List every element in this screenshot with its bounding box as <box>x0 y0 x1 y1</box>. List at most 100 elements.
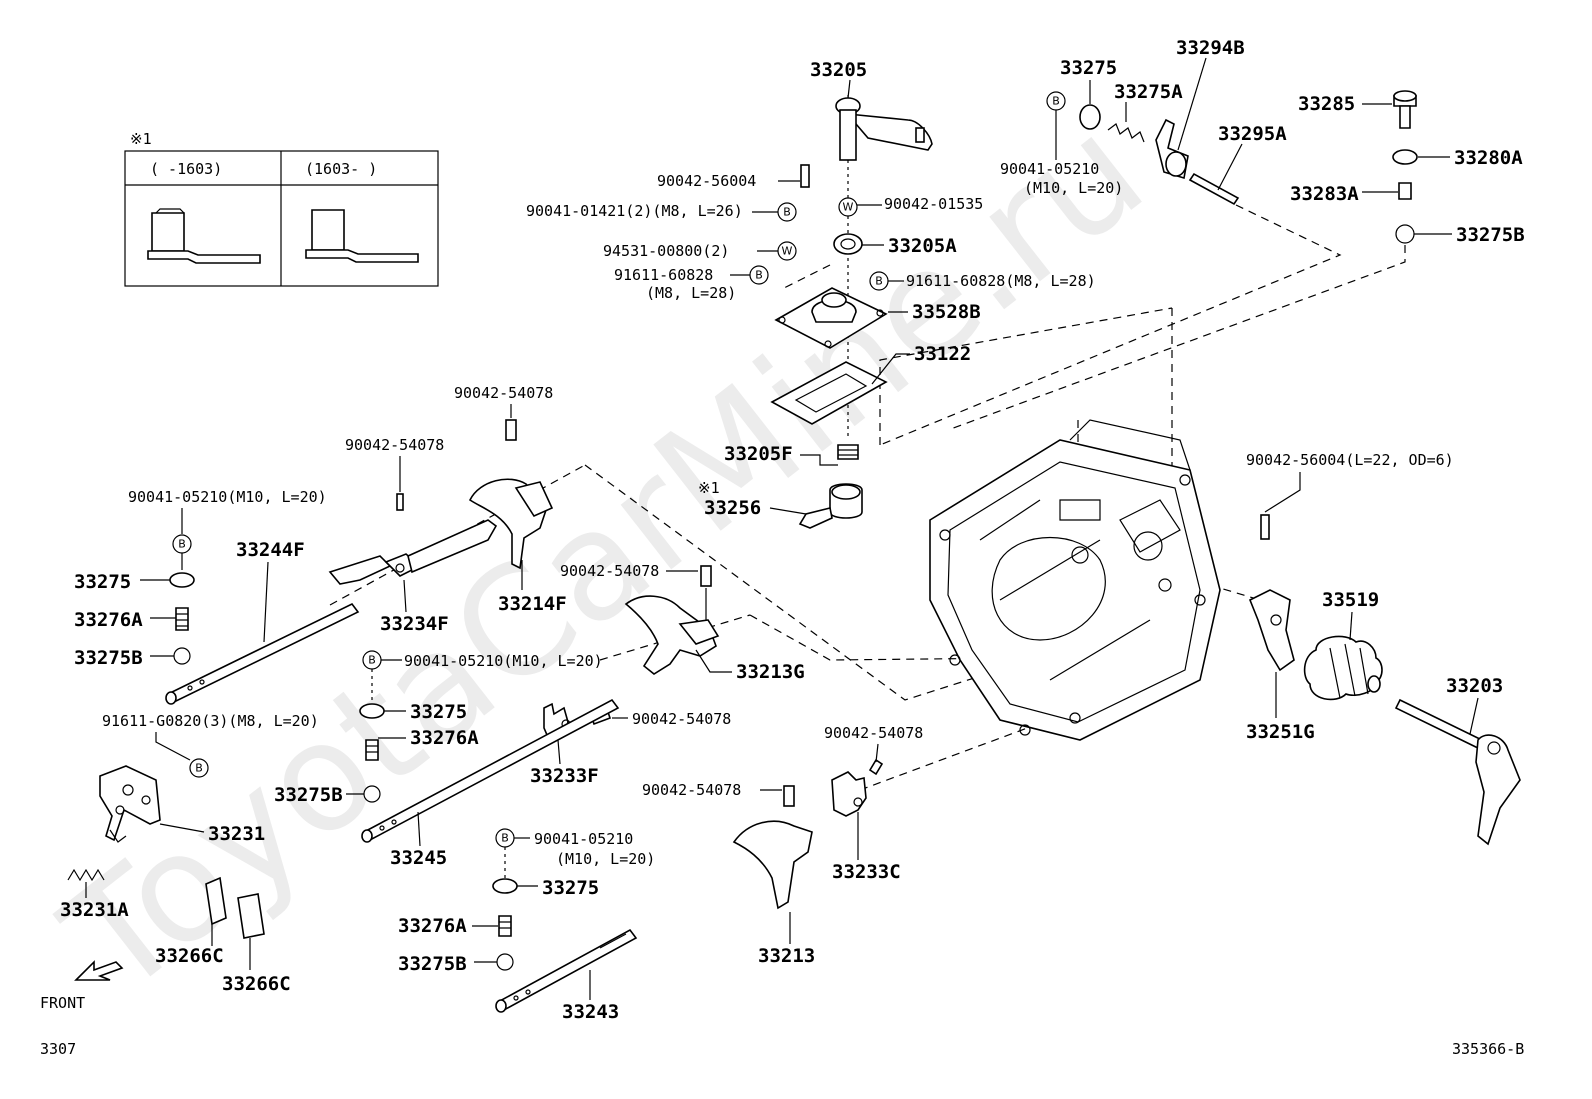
label-33519: 33519 <box>1322 589 1379 611</box>
inset-mark: ※1 <box>130 130 152 148</box>
label-33275-mid: 33275 <box>410 701 467 723</box>
label-90042-54078-d: 90042-54078 <box>632 710 731 728</box>
label-90042-54078-a: 90042-54078 <box>454 384 553 402</box>
inset-col2: (1603- ) <box>305 160 377 178</box>
label-33205A: 33205A <box>888 235 957 257</box>
label-33214F: 33214F <box>498 593 567 615</box>
bolt-33285 <box>1393 90 1417 129</box>
lever-old-icon <box>147 208 261 264</box>
pin-90042-54078-e <box>868 758 884 776</box>
pin-90042-54078-c <box>700 565 712 587</box>
label-33233C: 33233C <box>832 861 901 883</box>
label-33266C-b: 33266C <box>222 973 291 995</box>
label-33295A: 33295A <box>1218 123 1287 145</box>
bolt-mark-icon-2 <box>749 265 769 285</box>
label-90041-05210-left: 90041-05210(M10, L=20) <box>128 488 327 506</box>
spring-33283A-icon <box>1398 182 1412 200</box>
label-90041-05210-top-spec: (M10, L=20) <box>1024 179 1123 197</box>
inset-col1: ( -1603) <box>150 160 222 178</box>
head-33234F <box>328 519 498 585</box>
label-33256: 33256 <box>704 497 761 519</box>
label-90042-56004-right: 90042-56004(L=22, OD=6) <box>1246 451 1454 469</box>
lever-33256 <box>798 483 863 529</box>
label-33294B: 33294B <box>1176 37 1245 59</box>
washer-mark-icon <box>838 197 858 217</box>
label-33528B: 33528B <box>912 301 981 323</box>
shaft-33243 <box>495 928 638 1013</box>
label-33231: 33231 <box>208 823 265 845</box>
transmission-case <box>929 419 1221 741</box>
front-arrow-icon <box>74 960 124 981</box>
label-90041-05210-mid: 90041-05210(M10, L=20) <box>404 652 603 670</box>
fork-33213 <box>732 785 813 910</box>
label-33122: 33122 <box>914 343 971 365</box>
label-90042-54078-c: 90042-54078 <box>560 562 659 580</box>
washer-33275-low <box>492 878 518 894</box>
cover-plate-33528B <box>774 287 888 349</box>
spring-33276A-low <box>498 915 512 937</box>
label-33285: 33285 <box>1298 93 1355 115</box>
pin-90042-54078-b <box>396 493 404 511</box>
label-33244F: 33244F <box>236 539 305 561</box>
label-90041-01421: 90041-01421(2)(M8, L=26) <box>526 202 743 220</box>
label-90041-05210-low: 90041-05210 <box>534 830 633 848</box>
ball-33275B-top <box>1395 224 1415 244</box>
label-33276A-left: 33276A <box>74 609 143 631</box>
spring-33231A-icon <box>67 868 105 882</box>
shaft-33203 <box>1394 698 1521 846</box>
bolt-mark-icon <box>777 202 797 222</box>
washer-33275-mid <box>359 703 385 719</box>
spring-33275A-icon <box>1107 123 1145 143</box>
fork-33213G <box>624 595 720 675</box>
bolt-mark-text-3: B <box>875 275 883 288</box>
ball-33275B-low <box>496 953 514 971</box>
label-33280A: 33280A <box>1454 147 1523 169</box>
label-33266C-a: 33266C <box>155 945 224 967</box>
label-33275B-top: 33275B <box>1456 224 1525 246</box>
label-33275A: 33275A <box>1114 81 1183 103</box>
label-90041-05210-low-spec: (M10, L=20) <box>556 850 655 868</box>
label-33275-left: 33275 <box>74 571 131 593</box>
label-91611-G0820: 91611-G0820(3)(M8, L=20) <box>102 712 319 730</box>
label-front: FRONT <box>40 994 85 1012</box>
washer-mark-text-2: W <box>782 245 793 258</box>
lever-new-icon <box>305 209 419 263</box>
seal-33205A-icon <box>833 233 863 255</box>
bolt-mark-text: B <box>783 206 791 219</box>
spring-33276A-left <box>175 607 189 631</box>
bolt-mark-text-4: B <box>1052 95 1060 108</box>
footer-right: 335366-B <box>1452 1040 1524 1058</box>
label-33275B-mid: 33275B <box>274 784 343 806</box>
label-33213: 33213 <box>758 945 815 967</box>
label-33276A-low: 33276A <box>398 915 467 937</box>
label-33275-top: 33275 <box>1060 57 1117 79</box>
label-90042-56004: 90042-56004 <box>657 172 756 190</box>
washer-mark-icon-2 <box>777 241 797 261</box>
inset-box: ※1 ( -1603) (1603- ) <box>124 130 439 287</box>
label-91611-60828-left: 91611-60828 <box>614 266 713 284</box>
lever-33251G <box>1248 589 1295 672</box>
label-33251G: 33251G <box>1246 721 1315 743</box>
shift-lever-33205: 33205 <box>810 59 933 161</box>
label-33245: 33245 <box>390 847 447 869</box>
label-90042-54078-e: 90042-54078 <box>824 724 923 742</box>
label-91611-60828-left-spec: (M8, L=28) <box>646 284 736 302</box>
label-33243: 33243 <box>562 1001 619 1023</box>
label-90042-54078-f: 90042-54078 <box>642 781 741 799</box>
blocks-33266C <box>205 876 265 939</box>
ball-33275B-left <box>173 647 191 665</box>
label-33275-low: 33275 <box>542 877 599 899</box>
bolt-mark-text-6: B <box>368 654 376 667</box>
ball-33275B-mid <box>363 785 381 803</box>
label-90041-05210-top: 90041-05210 <box>1000 160 1099 178</box>
pin-90042-56004-right <box>1260 514 1270 540</box>
shaft-33244F <box>165 602 360 705</box>
boot-33519 <box>1303 635 1383 701</box>
plate-33231 <box>99 765 161 843</box>
bolt-mark-text-5: B <box>178 538 186 551</box>
bolt-mark-text-8: B <box>501 832 509 845</box>
gasket-33122 <box>770 361 888 425</box>
bolt-mark-icon-7 <box>189 758 209 778</box>
label-33256-mark: ※1 <box>698 479 720 497</box>
